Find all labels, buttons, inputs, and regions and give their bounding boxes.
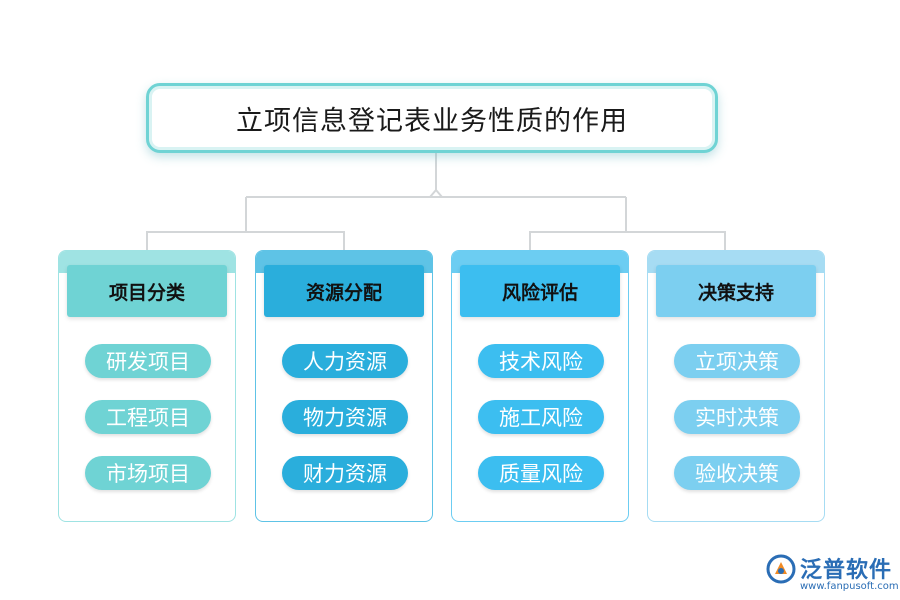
category-card-risk: 风险评估技术风险施工风险质量风险 (451, 250, 629, 522)
category-item: 验收决策 (674, 456, 800, 490)
brand-logo: 泛普软件 www.fanpusoft.com (760, 550, 899, 596)
category-header: 风险评估 (460, 265, 620, 317)
category-item: 市场项目 (85, 456, 211, 490)
brand-url: www.fanpusoft.com (800, 581, 899, 592)
title-box: 立项信息登记表业务性质的作用 (146, 83, 718, 153)
connector-right-branch-right (626, 231, 726, 250)
category-item: 技术风险 (478, 344, 604, 378)
connector-trunk-line (429, 153, 437, 198)
connector-right-branch (529, 197, 627, 250)
category-item: 财力资源 (282, 456, 408, 490)
category-header: 决策支持 (656, 265, 816, 317)
category-item: 质量风险 (478, 456, 604, 490)
connector-left-branch-right (246, 231, 345, 250)
category-card-resource: 资源分配人力资源物力资源财力资源 (255, 250, 433, 522)
category-item: 研发项目 (85, 344, 211, 378)
connector-left-branch (146, 197, 247, 250)
category-item: 人力资源 (282, 344, 408, 378)
category-item: 工程项目 (85, 400, 211, 434)
category-item: 实时决策 (674, 400, 800, 434)
category-header: 资源分配 (264, 265, 424, 317)
category-item: 施工风险 (478, 400, 604, 434)
brand-icon (766, 554, 796, 584)
category-item: 物力资源 (282, 400, 408, 434)
connector-trunk-branch (435, 189, 443, 198)
brand-name: 泛普软件 (800, 558, 893, 583)
category-header: 项目分类 (67, 265, 227, 317)
category-card-decision: 决策支持立项决策实时决策验收决策 (647, 250, 825, 522)
diagram-title: 立项信息登记表业务性质的作用 (236, 105, 628, 137)
category-card-project: 项目分类研发项目工程项目市场项目 (58, 250, 236, 522)
category-item: 立项决策 (674, 344, 800, 378)
